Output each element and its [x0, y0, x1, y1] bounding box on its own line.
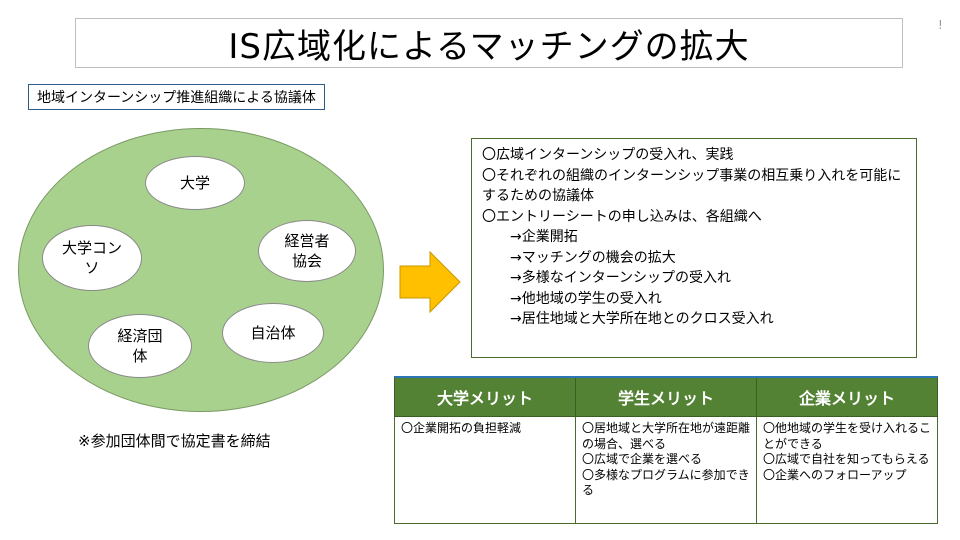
- member-economic-label: 経済団体: [117, 327, 163, 365]
- info-line: 〇エントリーシートの申し込みは、各組織へ: [482, 208, 762, 225]
- member-consortium: 大学コンソ: [42, 225, 142, 291]
- merit-header-row: 大学メリット 学生メリット 企業メリット: [394, 376, 938, 417]
- info-line: →他地域の学生の受入れ: [510, 290, 662, 307]
- merit-item: 〇他地域の学生を受け入れることができる: [763, 421, 932, 451]
- university-merit-cell: 〇企業開拓の負担軽減: [394, 416, 576, 524]
- merit-table: 大学メリット 学生メリット 企業メリット 〇企業開拓の負担軽減 〇居地域と大学所…: [394, 376, 938, 524]
- member-managers-association: 経営者協会: [258, 220, 356, 282]
- merit-item: 〇企業開拓の負担軽減: [401, 421, 522, 435]
- merit-item: 〇広域で自社を知ってもらえる: [763, 452, 930, 466]
- info-line: 〇広域インターンシップの受入れ、実践: [482, 147, 734, 163]
- right-arrow-icon: [399, 250, 461, 314]
- member-university-label: 大学: [179, 174, 210, 192]
- info-line: →企業開拓: [510, 229, 578, 245]
- page-title: IS広域化によるマッチングの拡大: [75, 18, 903, 68]
- merit-item: 〇多様なプログラムに参加できる: [582, 467, 750, 498]
- agreement-note: ※参加団体間で協定書を締結: [78, 432, 271, 450]
- merit-body-row: 〇企業開拓の負担軽減 〇居地域と大学所在地が遠距離の場合、選べる 〇広域で企業を…: [394, 416, 938, 524]
- info-line: →多様なインターンシップの受入れ: [510, 270, 732, 286]
- info-line: →マッチングの機会の拡大: [510, 249, 676, 266]
- member-economic-group: 経済団体: [88, 314, 192, 378]
- header-company-merit: 企業メリット: [756, 376, 938, 417]
- student-merit-cell: 〇居地域と大学所在地が遠距離の場合、選べる 〇広域で企業を選べる 〇多様なプログ…: [575, 416, 757, 524]
- merit-item: 〇企業へのフォローアップ: [763, 467, 907, 482]
- corner-mark: !: [938, 18, 943, 32]
- info-line: →居住地域と大学所在地とのクロス受入れ: [510, 311, 774, 327]
- info-box: 〇広域インターンシップの受入れ、実践 〇それぞれの組織のインターンシップ事業の相…: [471, 138, 917, 358]
- merit-item: 〇居地域と大学所在地が遠距離の場合、選べる: [582, 421, 751, 451]
- merit-item: 〇広域で企業を選べる: [582, 452, 703, 466]
- council-label: 地域インターンシップ推進組織による協議体: [28, 84, 325, 110]
- company-merit-cell: 〇他地域の学生を受け入れることができる 〇広域で自社を知ってもらえる 〇企業への…: [756, 416, 938, 524]
- info-line: 〇それぞれの組織のインターンシップ事業の相互乗り入れを可能にするための協議体: [482, 167, 902, 205]
- header-student-merit: 学生メリット: [575, 376, 757, 417]
- member-university: 大学: [145, 156, 245, 210]
- member-local-gov-label: 自治体: [250, 324, 296, 342]
- member-consortium-label: 大学コンソ: [61, 239, 122, 277]
- member-local-government: 自治体: [222, 303, 324, 363]
- header-university-merit: 大学メリット: [394, 376, 576, 417]
- member-managers-label: 経営者協会: [284, 232, 330, 270]
